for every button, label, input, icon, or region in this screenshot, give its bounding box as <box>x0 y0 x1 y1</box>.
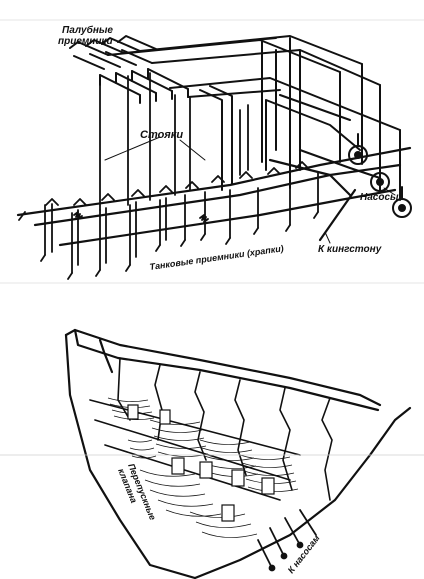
pumps-label: Насосы <box>360 192 399 203</box>
bottom-diagram: Перепускные клапана К насосам <box>0 328 424 579</box>
leader-lines <box>104 136 396 244</box>
lower-main-pipes <box>16 146 412 247</box>
deck-receivers-label-line2: приемники <box>58 36 113 47</box>
tank-receivers <box>18 161 319 280</box>
pump-symbols <box>348 133 412 218</box>
deck-receivers-label: Палубные <box>62 24 113 36</box>
tank-cell-hatching <box>107 397 299 538</box>
upper-pipe-frame <box>107 35 401 201</box>
top-diagram: Палубные приемники Стояки Насосы К кингс… <box>0 19 424 284</box>
riser-pipes <box>99 72 249 211</box>
tank-receivers-label: Танковые приемники (храпки) <box>149 243 284 272</box>
hull-outline <box>64 328 412 579</box>
bypass-valves <box>127 404 275 522</box>
to-pumps-label: К насосам <box>286 533 322 575</box>
risers-label: Стояки <box>140 129 183 141</box>
to-kingston-label: К кингстону <box>318 244 382 255</box>
hull-frames <box>89 357 333 501</box>
suction-pipes <box>257 509 317 572</box>
